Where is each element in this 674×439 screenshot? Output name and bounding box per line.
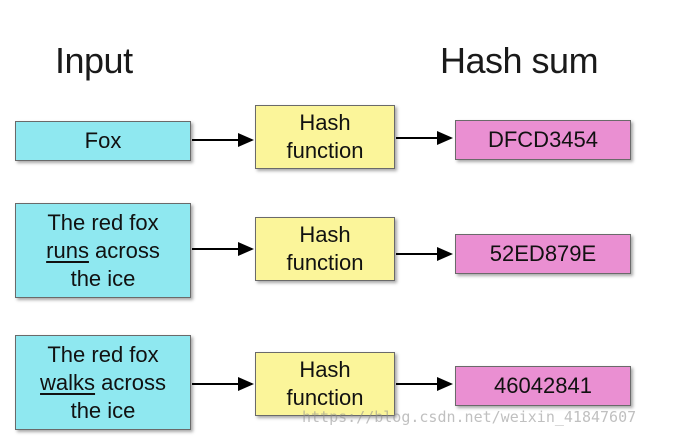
input-changed-word: runs [46, 237, 89, 263]
hash-output-box: 52ED879E [455, 234, 631, 274]
hash-output-text: DFCD3454 [487, 127, 599, 152]
hash-function-box: Hash function [255, 217, 395, 281]
input-line3: the ice [70, 397, 136, 423]
hash-output-text: 52ED879E [489, 241, 597, 266]
arrow-input-to-hash [192, 133, 254, 147]
hash-label-line1: Hash [299, 357, 351, 382]
input-line2-rest: across [88, 237, 160, 263]
input-line1: The red fox [47, 209, 159, 235]
input-box-walks: The red fox walks across the ice [15, 335, 191, 430]
input-heading: Input [55, 40, 133, 81]
hash-function-box: Hash function [255, 105, 395, 169]
input-box-runs: The red fox runs across the ice [15, 203, 191, 298]
hash-output-box: 46042841 [455, 366, 631, 406]
arrow-hash-to-output [396, 247, 453, 261]
hash-label-line1: Hash [299, 222, 351, 247]
hash-sum-heading: Hash sum [440, 40, 599, 81]
arrow-input-to-hash [192, 242, 254, 256]
input-changed-word: walks [40, 369, 96, 395]
input-box-fox: Fox [15, 121, 191, 161]
input-text: Fox [84, 128, 122, 153]
hash-output-text: 46042841 [494, 373, 592, 398]
arrow-hash-to-output [396, 131, 453, 145]
hash-label-line2: function [286, 138, 364, 163]
input-line3: the ice [70, 265, 136, 291]
input-line2-rest: across [95, 369, 166, 395]
watermark-text: https://blog.csdn.net/weixin_41847607 [302, 408, 637, 426]
hash-label-line1: Hash [299, 110, 351, 135]
hash-function-box: Hash function [255, 352, 395, 416]
hash-output-box: DFCD3454 [455, 120, 631, 160]
input-line1: The red fox [47, 341, 159, 367]
hash-label-line2: function [286, 385, 364, 410]
arrow-input-to-hash [192, 377, 254, 391]
arrow-hash-to-output [396, 377, 453, 391]
hash-label-line2: function [286, 250, 364, 275]
